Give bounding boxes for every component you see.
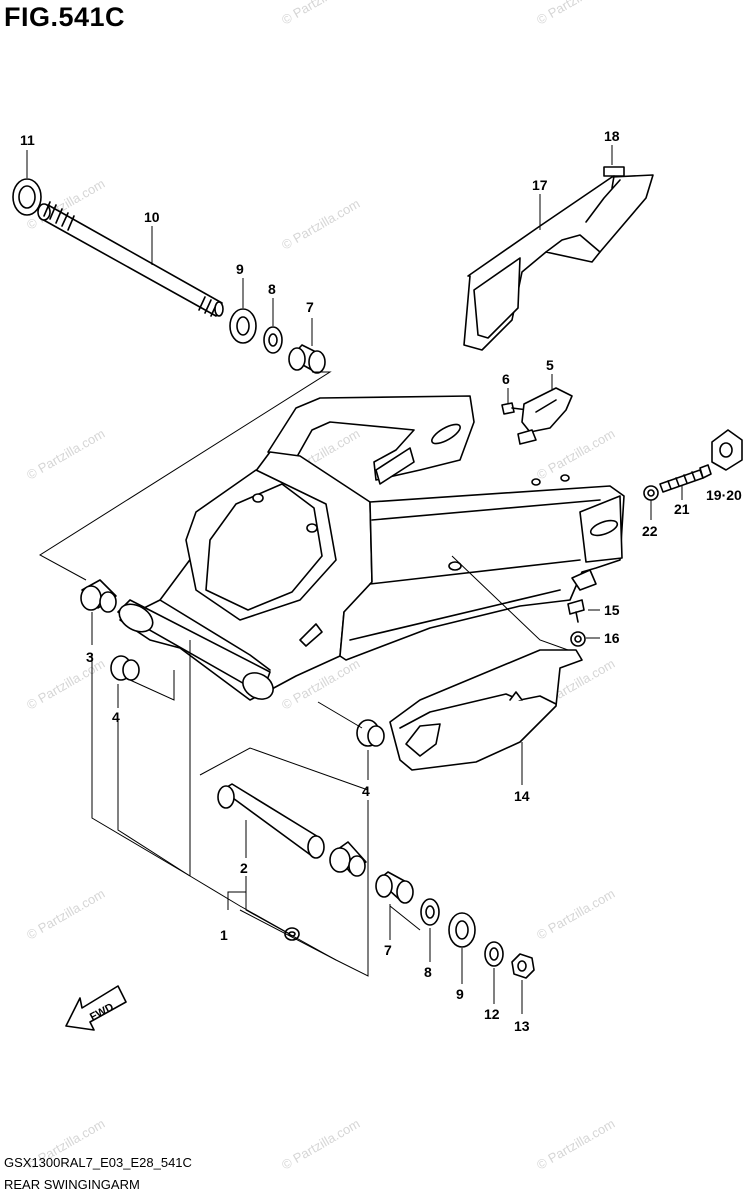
callout-label: 6 [502,371,510,387]
watermark: © Partzilla.com [24,426,107,483]
part-5-bracket [517,387,573,445]
part-9-bearing-lower [448,912,476,948]
part-15-bolt [567,599,585,623]
part-6-bolt [501,402,529,415]
callouts: 11 10 9 8 7 18 17 6 5 19·20 21 22 15 16 … [20,128,742,1034]
part-10-pivot-shaft [37,201,224,317]
watermark: © Partzilla.com [534,886,617,943]
section-name: REAR SWINGINGARM [4,1177,140,1192]
part-2-pivot-tube [217,783,325,859]
callout-label: 11 [20,132,35,148]
part-3-bearing [80,579,117,613]
figure-title: FIG.541C [4,2,126,32]
watermark: © Partzilla.com [279,1116,362,1173]
watermark: © Partzilla.com [279,196,362,253]
part-7-collar-lower [375,871,414,904]
callout-label: 18 [604,128,620,144]
callout-label: 21 [674,501,690,517]
watermark: © Partzilla.com [24,656,107,713]
callout-label: 13 [514,1018,530,1034]
part-13-nut [511,953,535,979]
callout-label: 22 [642,523,658,539]
callout-label: 3 [86,649,94,665]
part-19-20-adjuster-block [711,429,743,471]
part-4-bearing-lower [329,841,367,877]
watermark: © Partzilla.com [534,1116,617,1173]
part-17-chain-case [463,174,654,351]
part-8-washer-lower [420,898,440,926]
callout-label: 5 [546,357,554,373]
callout-label: 16 [604,630,620,646]
part-14-chain-guide [389,649,583,771]
callout-label: 7 [306,299,314,315]
part-22-nut [643,485,659,501]
callout-label: 12 [484,1006,500,1022]
callout-label: 2 [240,860,248,876]
part-18-screw [603,166,625,189]
part-16-nut [570,631,586,647]
callout-label: 14 [514,788,530,804]
watermark: © Partzilla.com [534,426,617,483]
model-code: GSX1300RAL7_E03_E28_541C [4,1155,192,1170]
callout-label: 17 [532,177,548,193]
callout-label: 19·20 [706,487,742,503]
part-8-washer-top [263,326,283,354]
callout-label: 10 [144,209,160,225]
callout-label: 9 [236,261,244,277]
callout-label: 8 [268,281,276,297]
part-11-seal [12,178,42,216]
part-7-collar-top [288,344,326,374]
watermark: © Partzilla.com [24,886,107,943]
callout-label: 15 [604,602,620,618]
callout-label: 1 [220,927,228,943]
callout-label: 4 [362,783,370,799]
part-1-swingarm [117,395,625,701]
callout-label: 7 [384,942,392,958]
callout-label: 4 [112,709,120,725]
part-12-washer [484,941,504,967]
part-21-adjuster-bolt [659,464,712,493]
fwd-direction-arrow [65,985,127,1031]
part-4-bearing-left [110,655,140,681]
part-4-bearing-right [356,719,385,747]
callout-label: 8 [424,964,432,980]
leader-lines [26,145,683,1014]
part-9-bearing-top [229,308,257,344]
callout-label: 9 [456,986,464,1002]
watermark: © Partzilla.com [279,0,362,28]
watermark: © Partzilla.com [534,0,617,28]
